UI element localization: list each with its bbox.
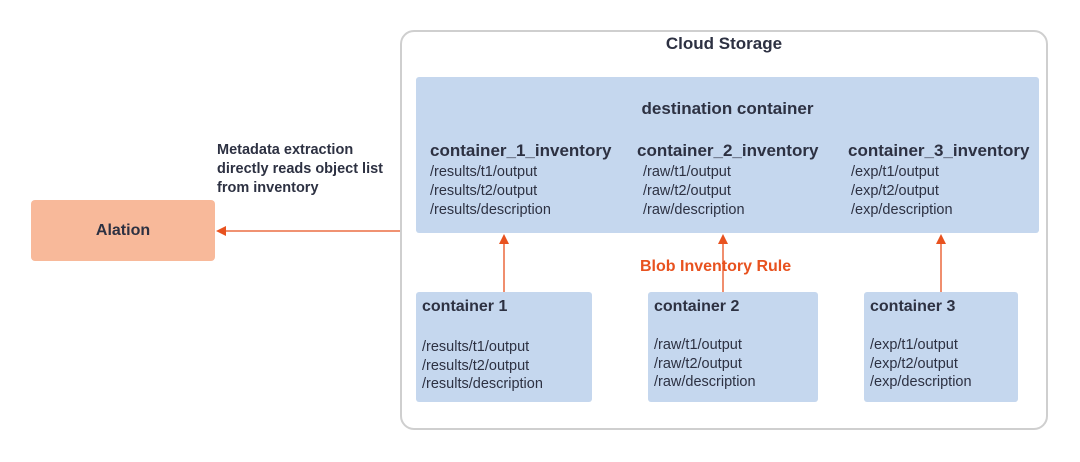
blob-inventory-rule-label: Blob Inventory Rule <box>640 258 792 275</box>
metadata-note-line: directly reads object list <box>217 161 384 177</box>
source-container-1: container 1 /results/t1/output /results/… <box>416 292 592 402</box>
destination-container <box>416 77 1039 233</box>
metadata-note-line: from inventory <box>217 180 319 196</box>
source-path: /results/description <box>422 376 543 392</box>
alation-box: Alation <box>31 200 215 261</box>
source-container-3: container 3 /exp/t1/output /exp/t2/outpu… <box>864 292 1018 402</box>
inventory-path: /raw/t1/output <box>643 164 731 180</box>
inventory-path: /results/t2/output <box>430 183 538 199</box>
source-container-title: container 1 <box>422 298 508 315</box>
inventory-title: container_3_inventory <box>848 141 1030 160</box>
container-3-inventory: container_3_inventory /exp/t1/output /ex… <box>848 141 1029 220</box>
source-path: /results/t1/output <box>422 339 530 355</box>
inventory-path: /raw/description <box>643 202 745 218</box>
inventory-path: /results/t1/output <box>430 164 538 180</box>
cloud-storage-title: Cloud Storage <box>665 34 783 53</box>
source-container-title: container 2 <box>654 298 740 315</box>
inventory-path: /exp/t1/output <box>851 164 939 180</box>
container-1-inventory: container_1_inventory /results/t1/output… <box>430 141 611 220</box>
source-container-2: container 2 /raw/t1/output /raw/t2/outpu… <box>648 292 818 402</box>
source-path: /results/t2/output <box>422 357 530 374</box>
metadata-extraction-note: Metadata extraction directly reads objec… <box>217 141 407 198</box>
source-path: /raw/t2/output <box>654 355 742 372</box>
container-2-inventory: container_2_inventory /raw/t1/output /ra… <box>637 141 818 220</box>
inventory-title: container_2_inventory <box>637 141 819 160</box>
inventory-path: /exp/t2/output <box>851 183 939 199</box>
source-path: /exp/t1/output <box>870 337 958 353</box>
inventory-path: /results/description <box>430 202 551 218</box>
inventory-path: /raw/t2/output <box>643 183 731 199</box>
source-path: /exp/t2/output <box>870 355 958 372</box>
alation-label: Alation <box>95 221 151 239</box>
source-path: /raw/description <box>654 374 756 390</box>
inventory-title: container_1_inventory <box>430 141 612 160</box>
inventory-path: /exp/description <box>851 202 953 218</box>
destination-container-title: destination container <box>641 99 814 118</box>
source-path: /raw/t1/output <box>654 337 742 353</box>
source-container-title: container 3 <box>870 298 956 315</box>
metadata-note-line: Metadata extraction <box>217 142 354 158</box>
source-path: /exp/description <box>870 374 972 390</box>
